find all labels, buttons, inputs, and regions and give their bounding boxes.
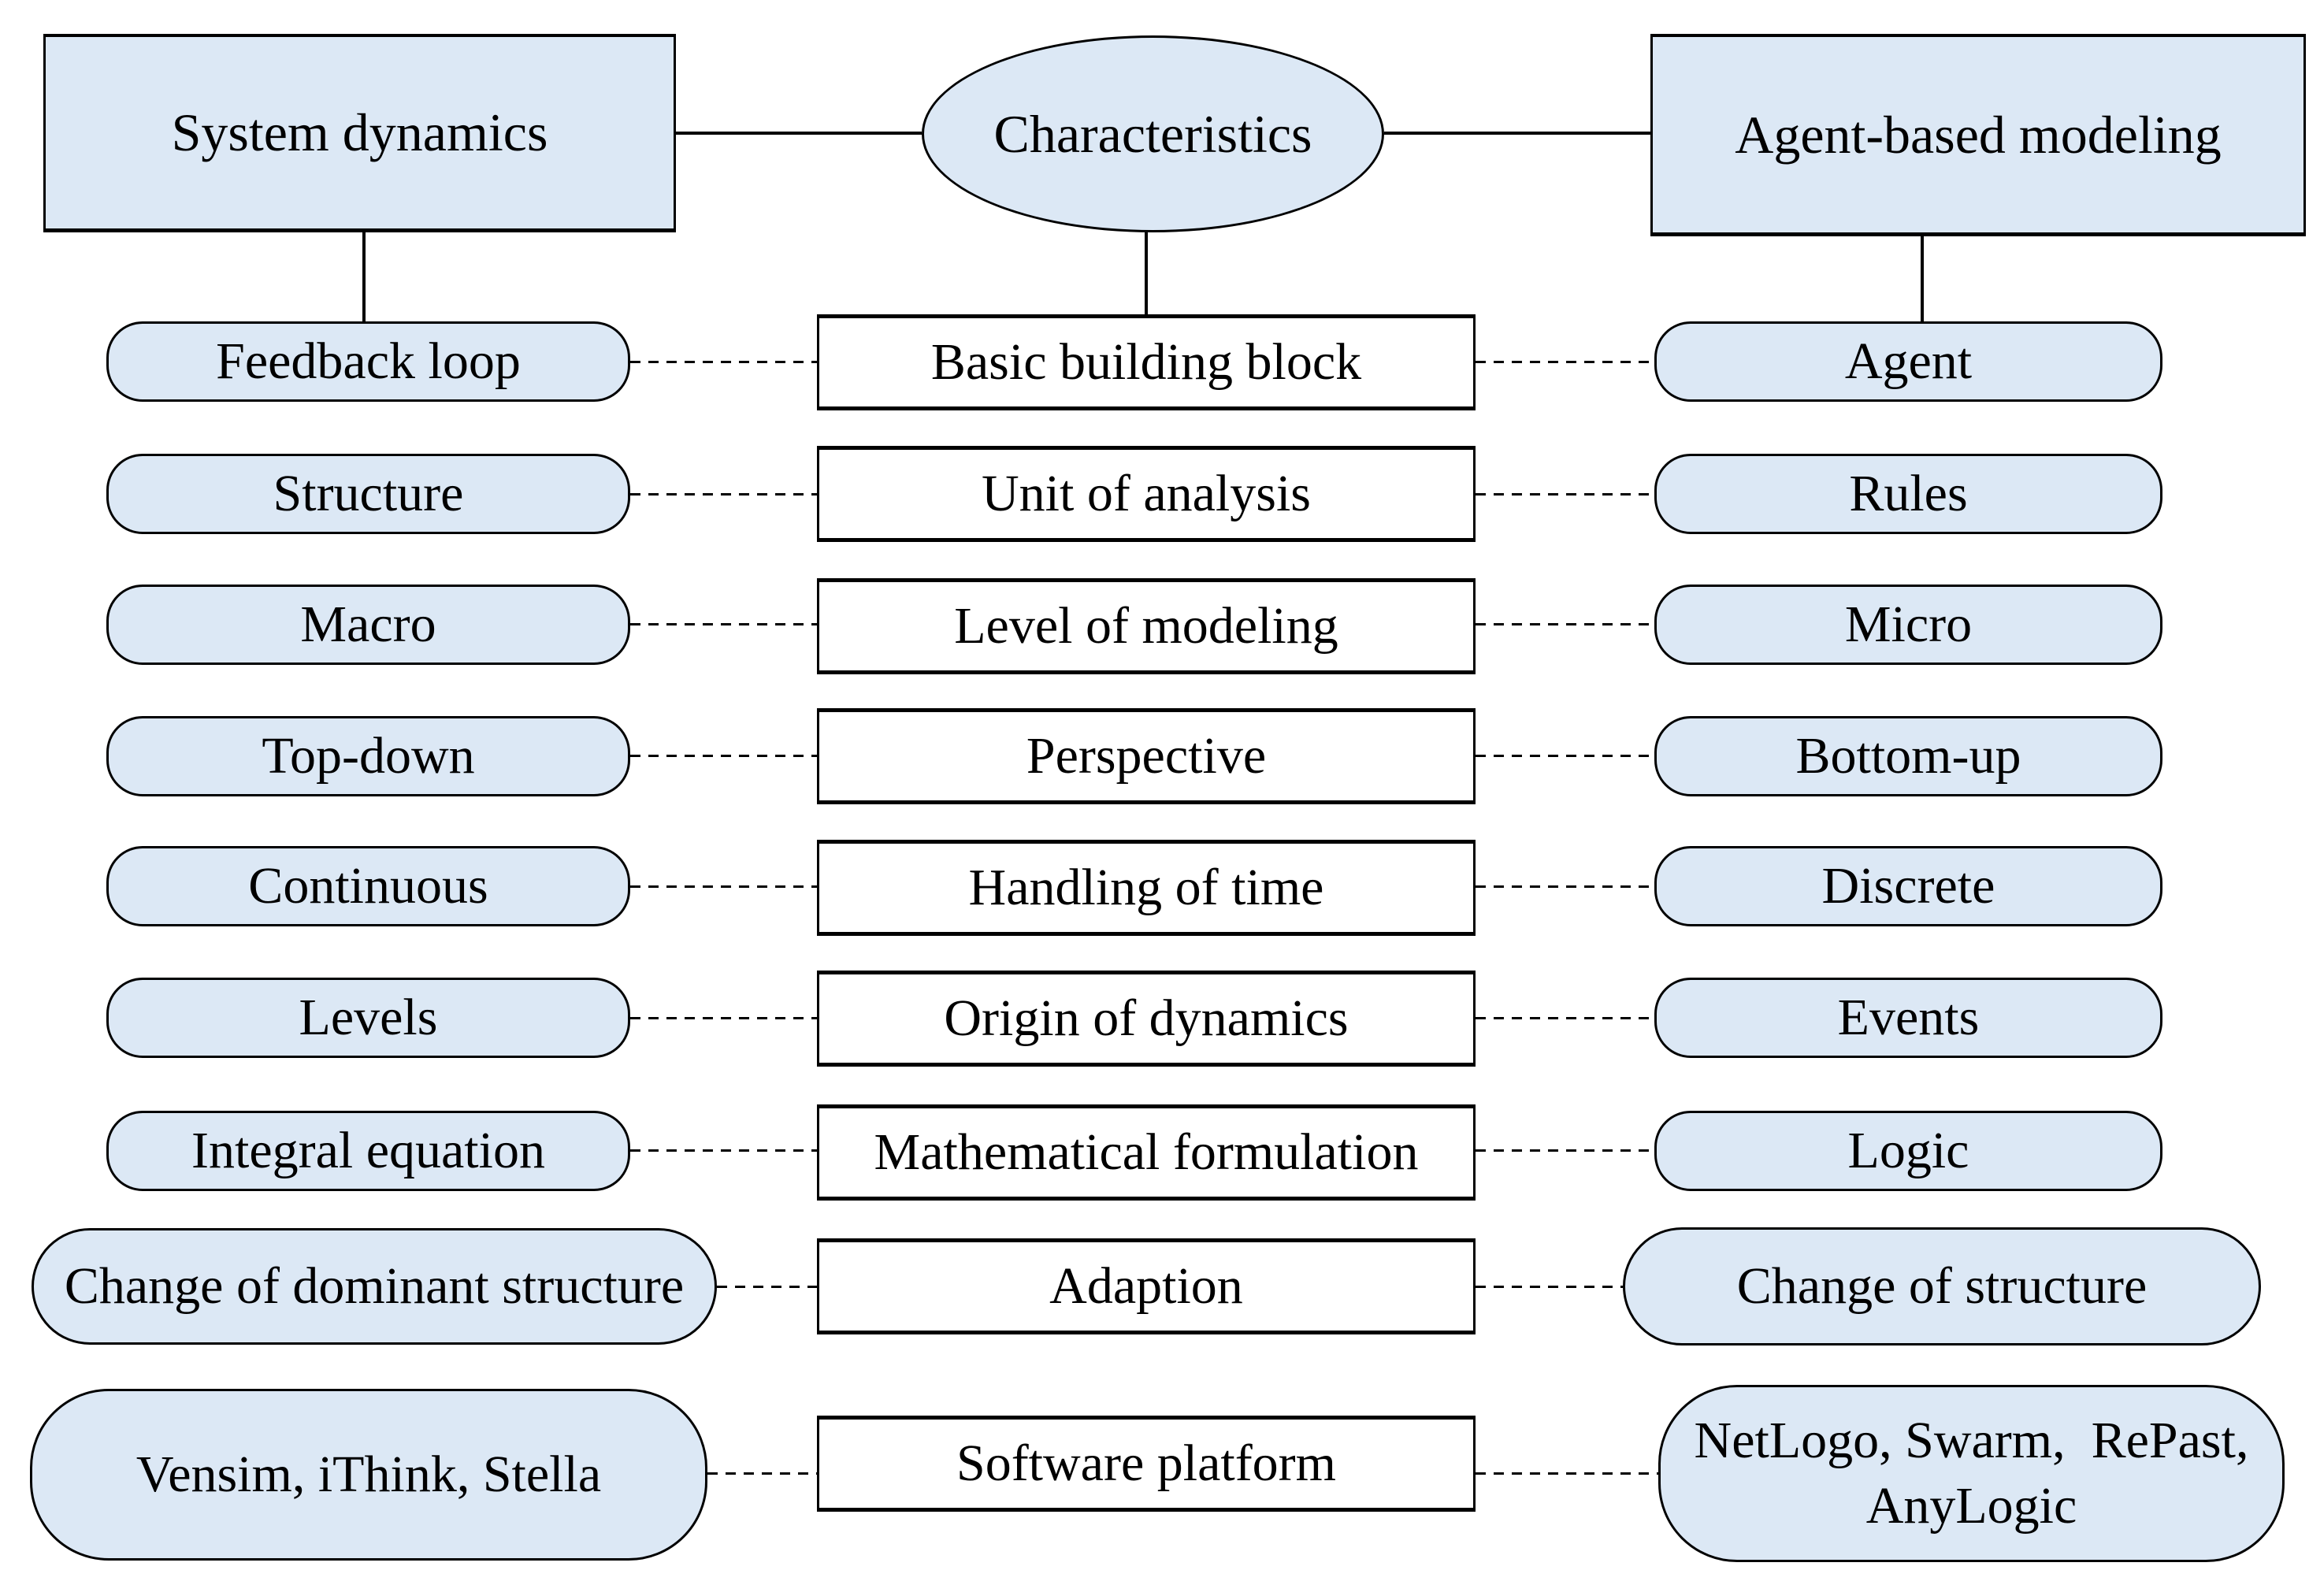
system-dynamics-header-box: System dynamics: [43, 34, 676, 232]
row-8-center-box: Adaption: [817, 1238, 1476, 1334]
row-4-right-pill: Bottom-up: [1654, 716, 2162, 796]
row-8-left-pill: Change of dominant structure: [32, 1228, 717, 1345]
row-3-right-pill: Micro: [1654, 585, 2162, 665]
row-9-right-pill: NetLogo, Swarm, RePast, AnyLogic: [1658, 1385, 2285, 1562]
row-7-right-dashed-connector: [1476, 1149, 1654, 1152]
row-1-center-box: Basic building block: [817, 314, 1476, 410]
row-6-center-box: Origin of dynamics: [817, 971, 1476, 1067]
row-5-left-dashed-connector: [630, 885, 817, 888]
row-3-right-dashed-connector: [1476, 623, 1654, 625]
row-2-right-dashed-connector: [1476, 493, 1654, 496]
row-4-left-pill: Top-down: [106, 716, 630, 796]
row-4-center-box: Perspective: [817, 708, 1476, 804]
row-2-right-pill: Rules: [1654, 454, 2162, 534]
row-9-center-box: Software platform: [817, 1416, 1476, 1512]
row-7-left-dashed-connector: [630, 1149, 817, 1152]
row-5-left-pill: Continuous: [106, 846, 630, 926]
row-3-left-dashed-connector: [630, 623, 817, 625]
header-right-connector-line: [1384, 132, 1650, 135]
center-column-vertical-line: [1145, 232, 1148, 316]
row-6-left-pill: Levels: [106, 978, 630, 1058]
row-3-left-pill: Macro: [106, 585, 630, 665]
row-9-left-dashed-connector: [707, 1472, 817, 1475]
row-7-left-pill: Integral equation: [106, 1111, 630, 1191]
row-2-center-box: Unit of analysis: [817, 446, 1476, 542]
row-2-left-pill: Structure: [106, 454, 630, 534]
row-7-center-box: Mathematical formulation: [817, 1104, 1476, 1201]
row-1-right-pill: Agent: [1654, 321, 2162, 402]
row-9-right-dashed-connector: [1476, 1472, 1658, 1475]
header-left-connector-line: [676, 132, 922, 135]
row-4-left-dashed-connector: [630, 755, 817, 757]
row-8-right-pill: Change of structure: [1623, 1227, 2261, 1345]
left-column-vertical-line: [362, 232, 366, 323]
row-6-left-dashed-connector: [630, 1017, 817, 1019]
row-6-right-dashed-connector: [1476, 1017, 1654, 1019]
row-5-right-dashed-connector: [1476, 885, 1654, 888]
row-5-right-pill: Discrete: [1654, 846, 2162, 926]
row-1-right-dashed-connector: [1476, 361, 1654, 363]
row-7-right-pill: Logic: [1654, 1111, 2162, 1191]
agent-based-modeling-header-box: Agent-based modeling: [1650, 34, 2306, 236]
row-2-left-dashed-connector: [630, 493, 817, 496]
characteristics-ellipse: Characteristics: [922, 35, 1384, 232]
row-4-right-dashed-connector: [1476, 755, 1654, 757]
row-8-left-dashed-connector: [717, 1286, 817, 1288]
row-9-left-pill: Vensim, iThink, Stella: [30, 1389, 707, 1561]
row-5-center-box: Handling of time: [817, 840, 1476, 936]
right-column-vertical-line: [1921, 236, 1924, 323]
row-6-right-pill: Events: [1654, 978, 2162, 1058]
row-8-right-dashed-connector: [1476, 1286, 1623, 1288]
row-1-left-dashed-connector: [630, 361, 817, 363]
row-3-center-box: Level of modeling: [817, 578, 1476, 674]
row-1-left-pill: Feedback loop: [106, 321, 630, 402]
